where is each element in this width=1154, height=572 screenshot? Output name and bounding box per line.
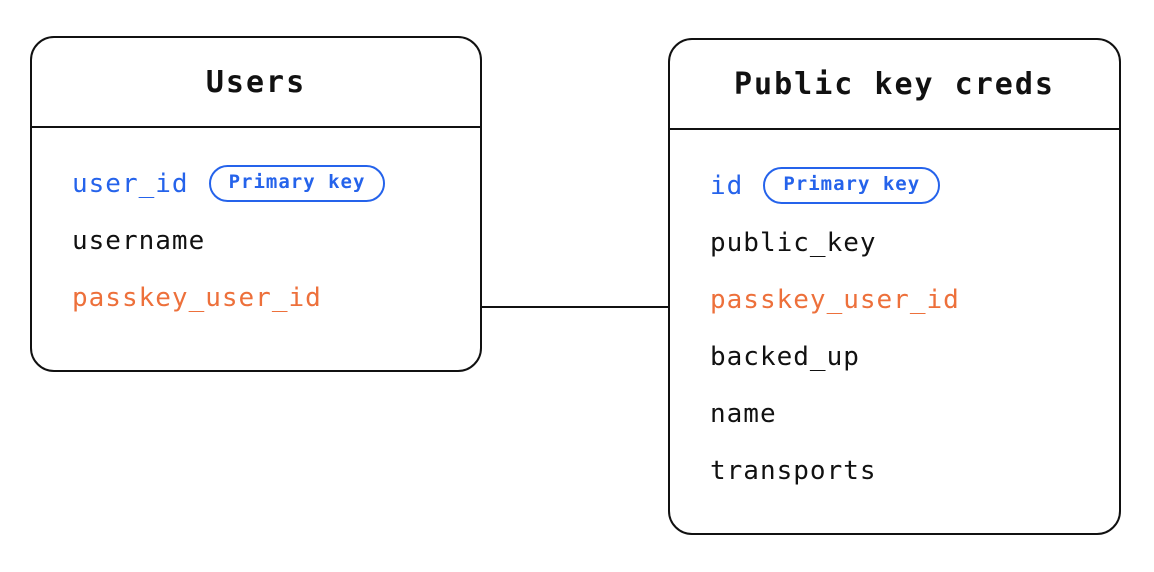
field-row-id: id Primary key [710, 157, 1099, 214]
field-name-username: username [72, 225, 206, 256]
field-row-public-key: public_key [710, 214, 1099, 271]
field-row-transports: transports [710, 442, 1099, 499]
field-name-id: id [710, 170, 744, 201]
field-name-transports: transports [710, 455, 877, 486]
table-users-header: Users [32, 38, 480, 128]
field-row-user-id: user_id Primary key [72, 155, 460, 212]
table-public-key-creds-body: id Primary key public_key passkey_user_i… [670, 130, 1119, 499]
field-name-passkey-user-id: passkey_user_id [710, 284, 960, 315]
field-row-username: username [72, 212, 460, 269]
relationship-connector-line [482, 306, 668, 308]
table-users: Users user_id Primary key username passk… [30, 36, 482, 372]
primary-key-badge: Primary key [208, 165, 386, 202]
table-users-body: user_id Primary key username passkey_use… [32, 128, 480, 326]
table-public-key-creds-header: Public key creds [670, 40, 1119, 130]
field-name-backed-up: backed_up [710, 341, 860, 372]
table-users-title: Users [205, 64, 307, 100]
field-name-passkey-user-id: passkey_user_id [72, 282, 322, 313]
field-row-name: name [710, 385, 1099, 442]
table-public-key-creds: Public key creds id Primary key public_k… [668, 38, 1121, 535]
table-public-key-creds-title: Public key creds [734, 66, 1055, 102]
field-row-passkey-user-id: passkey_user_id [72, 269, 460, 326]
field-name-user-id: user_id [72, 168, 189, 199]
field-name-name: name [710, 398, 777, 429]
field-row-passkey-user-id: passkey_user_id [710, 271, 1099, 328]
primary-key-badge: Primary key [763, 167, 941, 204]
field-row-backed-up: backed_up [710, 328, 1099, 385]
field-name-public-key: public_key [710, 227, 877, 258]
